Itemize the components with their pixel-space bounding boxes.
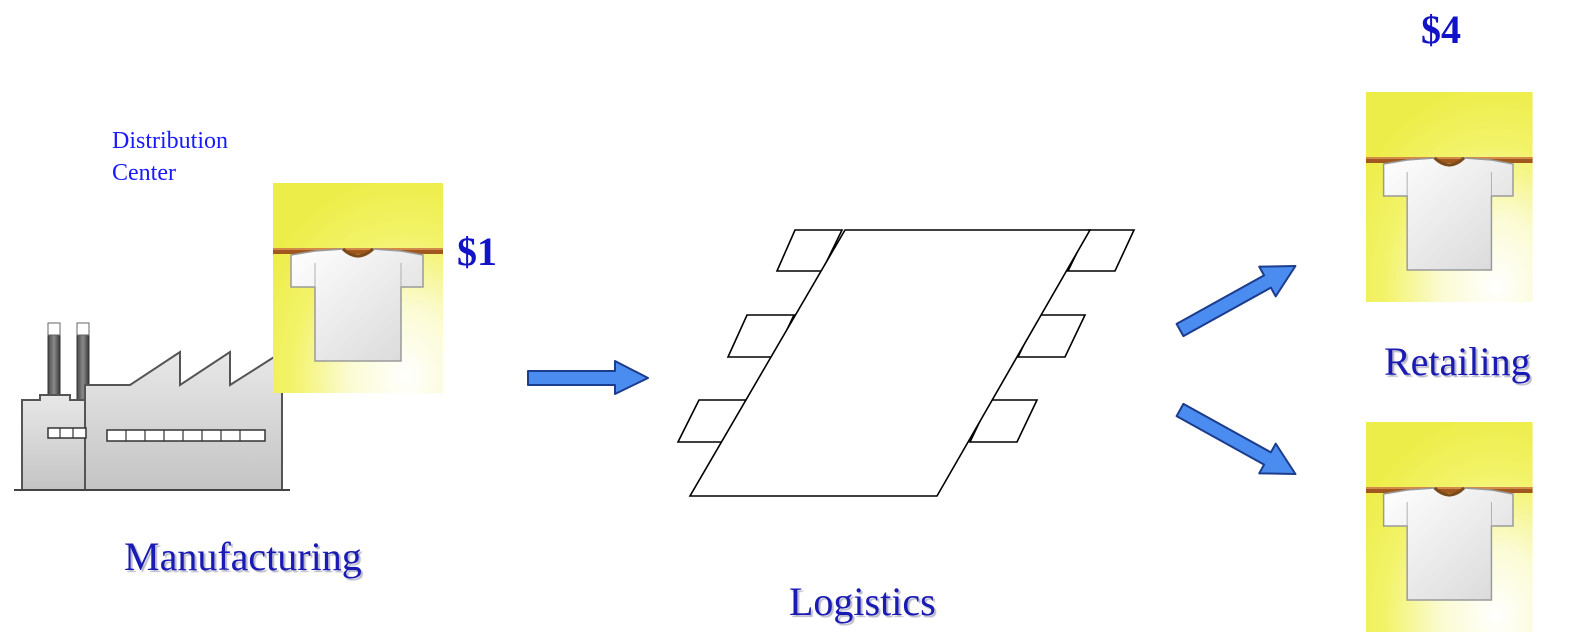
factory-icon <box>14 322 290 491</box>
arrow-icon <box>1175 402 1297 475</box>
arrow-icon <box>1175 265 1297 338</box>
arrow-icon <box>527 360 649 395</box>
price-manufacturing: $1 <box>457 229 497 274</box>
warehouse-icon <box>676 229 1136 497</box>
tshirt-icon <box>1364 90 1535 304</box>
stage-logistics: Logistics <box>789 579 936 624</box>
tshirt-icon <box>1364 420 1535 634</box>
distribution-center-label: Distribution Center <box>112 125 312 189</box>
stage-manufacturing: Manufacturing <box>124 534 362 579</box>
stage-retailing: Retailing <box>1384 339 1531 384</box>
distribution-center-line-1: Distribution <box>112 128 229 154</box>
distribution-center-line-2: Center <box>112 160 176 186</box>
tshirt-icon <box>271 181 445 395</box>
price-retail: $4 <box>1421 7 1461 52</box>
